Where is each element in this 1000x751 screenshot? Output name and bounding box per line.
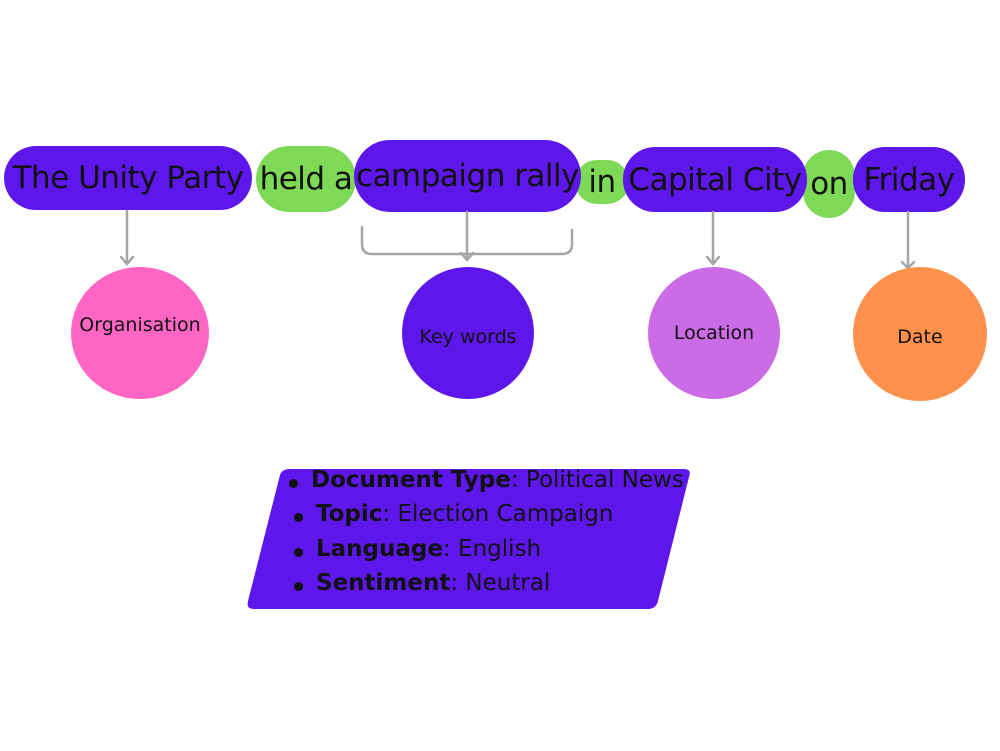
metadata-key: Document Type [311,467,511,493]
metadata-key: Language [316,536,443,562]
entity-text: The Unity Party [12,160,244,196]
organisation-circle: Organisation [71,267,209,399]
metadata-item: Language: English [293,536,542,562]
connector-text: in [588,164,616,200]
metadata-item: Topic: Election Campaign [293,501,614,527]
entity-text: Friday [863,161,955,198]
connector-text: on [810,166,848,202]
connector-text: held a [259,161,353,197]
metadata-shape [247,469,690,609]
location-label: Location [673,322,755,344]
arrow-organisation [119,209,135,266]
metadata-value: : Election Campaign [382,501,614,527]
arrow-location [705,210,721,266]
metadata-item: Document Type: Political News [289,467,684,493]
entity-pill-keywords: campaign rally [354,140,581,212]
entity-pill-organisation: The Unity Party [4,146,252,210]
date-label: Date [897,326,943,348]
connector-pill-held-a: held a [256,146,356,212]
entity-text: campaign rally [355,158,580,194]
keywords-circle: Key words [402,267,534,399]
metadata-value: : Political News [510,467,684,493]
connector-pill-in: in [575,160,629,204]
metadata-value: : Neutral [450,570,551,596]
bracket-keywords [360,210,574,262]
metadata-box: Document Type: Political News Topic: Ele… [246,467,696,611]
organisation-label: Organisation [79,314,201,336]
entity-pill-date: Friday [853,147,965,212]
location-circle: Location [648,267,780,399]
date-circle: Date [853,267,987,401]
metadata-key: Sentiment [316,570,451,596]
connector-pill-on: on [803,150,855,218]
metadata-value: : English [442,536,542,562]
entity-pill-location: Capital City [623,147,807,212]
metadata-key: Topic [316,501,383,527]
arrow-date [900,210,916,270]
keywords-label: Key words [419,326,517,348]
metadata-item: Sentiment: Neutral [293,570,551,596]
entity-text: Capital City [628,161,802,198]
